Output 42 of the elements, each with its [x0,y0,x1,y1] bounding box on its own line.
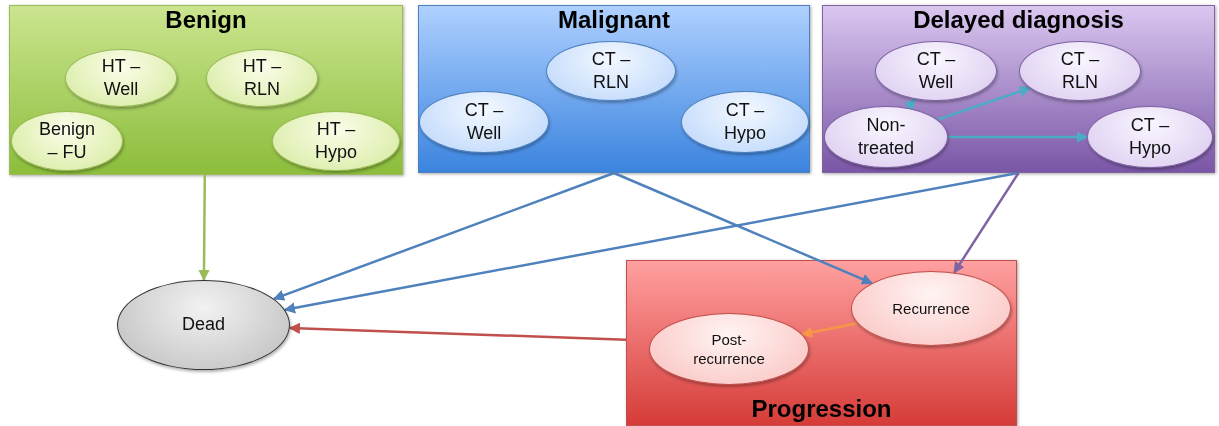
arrow [613,171,873,285]
state-label: CT – Hypo [1128,113,1172,160]
arrow [288,322,627,341]
state-label: HT – Well [100,54,142,101]
group-title: Progression [750,395,893,423]
state-label: Recurrence [892,298,970,319]
state-label: HT – Hypo [314,117,358,164]
state-ellipse [11,111,123,171]
state-label: CT – RLN [590,47,632,94]
group-title: Benign [164,6,248,34]
state-ellipse [206,49,318,107]
arrow [904,98,916,111]
state-label: CT – Well [463,98,505,145]
state-ellipse [419,91,549,153]
state-label: Post- recurrence [692,329,766,369]
group-title: Malignant [557,6,671,34]
state-label: Dead [182,313,225,337]
state-ellipse [875,41,997,101]
state-ellipse [1087,106,1213,168]
state-label: CT – RLN [1059,47,1101,94]
arrow [953,172,1020,274]
arrow [198,175,210,282]
state-label: HT – RLN [241,54,283,101]
state-ellipse [65,49,177,107]
arrow [936,86,1031,121]
group-panel [626,260,1017,426]
group-panel [9,5,403,175]
state-label: Non- treated [856,113,915,160]
arrow [948,131,1089,143]
group-panel [418,5,810,173]
state-ellipse [681,91,809,153]
arrow [283,171,1019,314]
arrow [272,171,615,301]
arrow [801,321,858,338]
group-panel [822,5,1215,173]
state-ellipse [824,106,948,168]
state-label: CT – Well [915,47,957,94]
state-label: Benign – FU [37,117,97,164]
group-title: Delayed diagnosis [912,6,1125,34]
state-ellipse [1019,41,1141,101]
state-ellipse [272,111,400,171]
state-label: CT – Hypo [723,98,767,145]
